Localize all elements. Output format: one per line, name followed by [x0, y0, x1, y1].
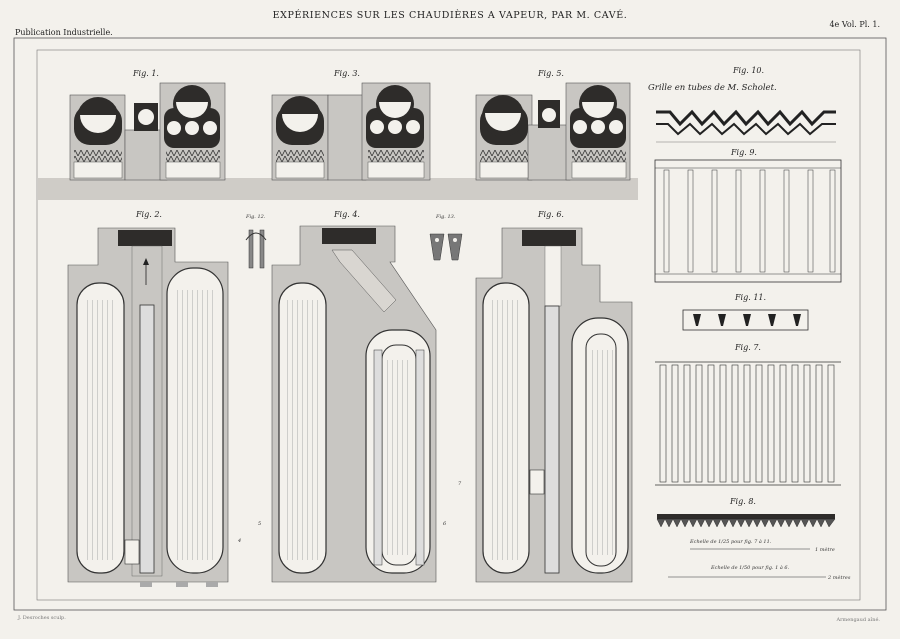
scale-2-unit: 2 mètres [827, 574, 851, 581]
fig-13-detail [429, 233, 463, 261]
fig-6-label: Fig. 6. [537, 210, 564, 219]
fig-12-label: Fig. 12. [245, 214, 266, 220]
scale-1-unit: 1 mètre [815, 546, 835, 553]
fig-8-label: Fig. 8. [729, 497, 756, 506]
fig-3-label: Fig. 3. [333, 69, 360, 78]
fig-8-bar-elevation [656, 514, 836, 528]
fig-3-cross-section [271, 82, 431, 181]
section-marker-5: 5 [258, 521, 261, 527]
fig-5-label: Fig. 5. [537, 69, 564, 78]
section-marker-4: 4 [237, 538, 241, 544]
fig-11-bar-section [682, 309, 809, 331]
fig-6-longitudinal-section [475, 227, 633, 583]
fig-1-label: Fig. 1. [132, 69, 159, 78]
fig-7-bar-grate [655, 361, 841, 486]
fig-5-cross-section [475, 82, 631, 181]
section-marker-7: 7 [458, 481, 462, 487]
scale-2-caption: Echelle de 1/50 pour fig. 1 à 6. [710, 564, 790, 571]
scale-1-caption: Echelle de 1/25 pour fig. 7 à 11. [689, 538, 772, 545]
fig-12-detail [245, 229, 267, 269]
fig-4-label: Fig. 4. [333, 210, 360, 219]
fig-11-label: Fig. 11. [734, 293, 766, 302]
volume-plate-number: 4e Vol. Pl. 1. [829, 20, 880, 29]
fig-10-label: Fig. 10. [732, 66, 764, 75]
outer-frame [13, 37, 887, 611]
ground-band [38, 178, 638, 200]
section-marker-6: 6 [443, 521, 447, 527]
fig-2-label: Fig. 2. [135, 210, 162, 219]
scale-bar-2: Echelle de 1/50 pour fig. 1 à 6. 2 mètre… [668, 564, 851, 581]
fig-10-tube-grate [656, 109, 836, 143]
fig-9-plan-grate [654, 159, 842, 283]
fig-9-label: Fig. 9. [730, 148, 757, 157]
fig-13-label: Fig. 13. [435, 214, 456, 220]
plate-title: EXPÉRIENCES SUR LES CHAUDIÈRES A VAPEUR,… [272, 10, 628, 21]
fig-7-label: Fig. 7. [734, 343, 761, 352]
scale-bar-1: Echelle de 1/25 pour fig. 7 à 11. 1 mètr… [689, 538, 835, 553]
engraver-credit: J. Desroches sculp. [18, 615, 66, 621]
inner-frame [36, 49, 861, 601]
publication-name: Publication Industrielle. [15, 28, 113, 37]
author-credit: Armengaud aîné. [836, 617, 880, 623]
grille-caption: Grille en tubes de M. Scholet. [648, 83, 777, 93]
fig-4-longitudinal-section [271, 225, 437, 583]
fig-2-longitudinal-section [67, 227, 229, 587]
fig-1-cross-section [69, 82, 226, 181]
